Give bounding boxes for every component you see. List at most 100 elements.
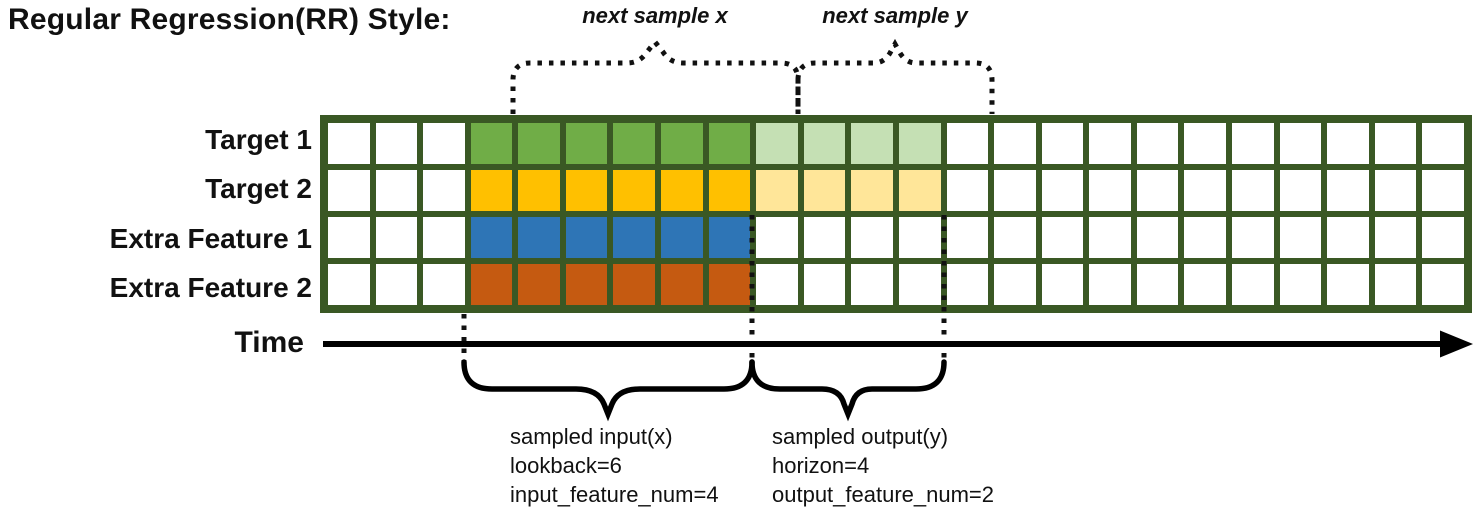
grid-cell (1136, 217, 1179, 258)
grid-cell (613, 123, 656, 164)
grid-cell (994, 123, 1036, 164)
grid-cell (1041, 264, 1084, 305)
grid-cell (994, 217, 1036, 258)
grid-cell (1279, 217, 1322, 258)
grid-cell (661, 170, 703, 211)
grid-cell (613, 264, 656, 305)
grid-cell (1136, 123, 1179, 164)
lookback-value: lookback=6 (510, 453, 622, 478)
grid-cell (328, 123, 370, 164)
grid-cell (1089, 264, 1131, 305)
sample-grid (320, 115, 1472, 313)
next-sample-x-label: next sample x (582, 3, 728, 28)
grid-cell (708, 217, 751, 258)
grid-cell (803, 170, 846, 211)
grid-cell (1184, 170, 1227, 211)
grid-cell (1327, 264, 1369, 305)
grid-cell (1327, 217, 1369, 258)
grid-cell (375, 264, 418, 305)
sampled-output-brace (749, 359, 947, 422)
sampled-input-title: sampled input(x) (510, 424, 673, 449)
grid-cell (518, 217, 560, 258)
grid-cell (1184, 264, 1227, 305)
grid-cell (946, 264, 989, 305)
grid-cell (328, 264, 370, 305)
grid-cell (708, 264, 751, 305)
grid-cell (1041, 170, 1084, 211)
grid-cell (994, 264, 1036, 305)
grid-cell (423, 170, 465, 211)
grid-cell (423, 217, 465, 258)
grid-cell (898, 123, 941, 164)
grid-cell (565, 264, 608, 305)
grid-cell (803, 217, 846, 258)
grid-cell (756, 170, 798, 211)
input-feature-num-value: input_feature_num=4 (510, 482, 719, 507)
grid-cell (1232, 170, 1274, 211)
grid-cell (946, 217, 989, 258)
grid-cell (613, 170, 656, 211)
grid-cell (565, 123, 608, 164)
grid-cell (756, 123, 798, 164)
grid-cell (946, 170, 989, 211)
sampled-output-callout: sampled output(y) horizon=4 output_featu… (772, 422, 994, 509)
grid-cell (1232, 123, 1274, 164)
grid-cell (1327, 170, 1369, 211)
grid-cell (375, 123, 418, 164)
grid-cell (423, 264, 465, 305)
grid-cell (851, 170, 893, 211)
sampled-input-callout: sampled input(x) lookback=6 input_featur… (510, 422, 719, 509)
grid-cell (1184, 123, 1227, 164)
grid-cell (518, 264, 560, 305)
grid-cell (898, 264, 941, 305)
grid-cell (1422, 264, 1464, 305)
row-label: Target 1 (205, 123, 312, 155)
time-axis-label: Time (234, 326, 304, 359)
grid-cell (1136, 170, 1179, 211)
grid-cell (756, 264, 798, 305)
grid-cell (1422, 170, 1464, 211)
row-label: Target 2 (205, 173, 312, 205)
grid-cell (1422, 123, 1464, 164)
grid-cell (661, 123, 703, 164)
grid-cell (565, 217, 608, 258)
grid-cell (1136, 264, 1179, 305)
grid-cell (1089, 170, 1131, 211)
grid-cell (1374, 217, 1417, 258)
diagram-title: Regular Regression(RR) Style: (8, 3, 451, 36)
output-feature-num-value: output_feature_num=2 (772, 482, 995, 507)
grid-cell (1184, 217, 1227, 258)
horizon-value: horizon=4 (772, 453, 870, 478)
sampled-input-brace (461, 359, 755, 422)
grid-cell (756, 217, 798, 258)
grid-cell (1327, 123, 1369, 164)
row-label: Extra Feature 1 (109, 222, 312, 254)
grid-cell (1279, 170, 1322, 211)
grid-cell (1089, 217, 1131, 258)
grid-cell (470, 264, 513, 305)
grid-cell (1374, 123, 1417, 164)
grid-cell (375, 170, 418, 211)
grid-cell (1279, 264, 1322, 305)
grid-cell (613, 217, 656, 258)
grid-cell (1374, 264, 1417, 305)
grid-cell (328, 170, 370, 211)
grid-cell (518, 170, 560, 211)
grid-cell (851, 123, 893, 164)
grid-cell (708, 123, 751, 164)
grid-cell (898, 170, 941, 211)
grid-cell (946, 123, 989, 164)
grid-cell (1279, 123, 1322, 164)
grid-cell (1041, 123, 1084, 164)
grid-cell (470, 170, 513, 211)
grid-cell (328, 217, 370, 258)
sampled-output-title: sampled output(y) (772, 424, 949, 449)
grid-cell (470, 217, 513, 258)
grid-cell (661, 217, 703, 258)
grid-cell (851, 264, 893, 305)
grid-cell (994, 170, 1036, 211)
grid-cell (1089, 123, 1131, 164)
grid-cell (423, 123, 465, 164)
grid-cell (470, 123, 513, 164)
